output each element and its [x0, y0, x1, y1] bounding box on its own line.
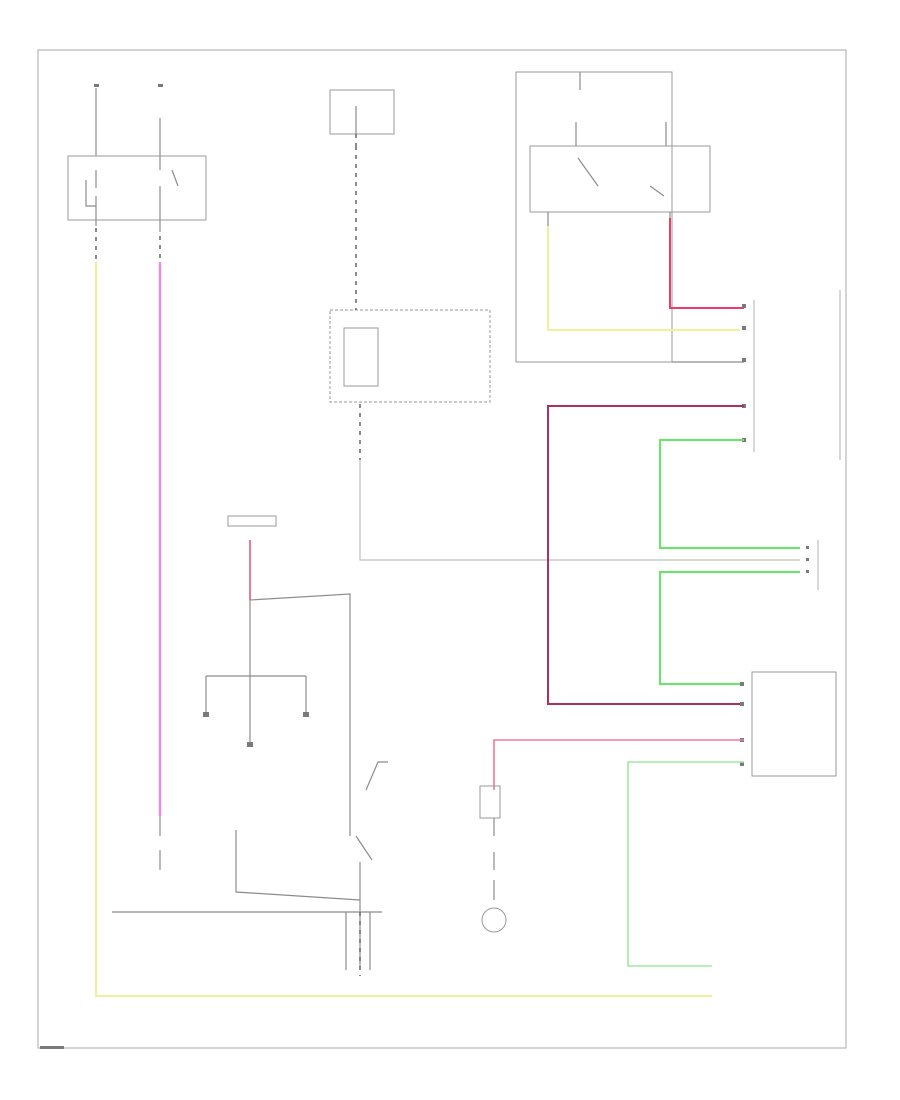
wire-yellow-start-signal — [95, 262, 712, 997]
wire-dark-red-crank — [547, 405, 744, 705]
starter-motor — [112, 761, 388, 976]
wire-light-red-relay — [493, 739, 744, 790]
ignition-switch-enclosure — [515, 71, 711, 363]
underhood-fuse-block — [67, 84, 207, 262]
wire-red-battery — [669, 218, 744, 309]
wire-light-green-ecm — [627, 761, 744, 967]
body-control-module-connector — [742, 290, 841, 460]
instrument-panel-fuse-block — [329, 89, 395, 146]
data-link-connector — [806, 540, 819, 590]
wire-green-class2-upper — [659, 439, 800, 549]
starter-relay — [479, 785, 507, 933]
instrument-cluster — [329, 146, 491, 460]
diagram-id-label — [40, 1046, 64, 1049]
battery-cable-junction — [203, 515, 351, 816]
wire-gray-cluster — [359, 460, 800, 561]
engine-control-module — [740, 671, 837, 777]
wire-yellow-ignition — [547, 226, 740, 331]
diagram-frame — [37, 49, 847, 1049]
wire-green-class2-lower — [659, 571, 800, 685]
